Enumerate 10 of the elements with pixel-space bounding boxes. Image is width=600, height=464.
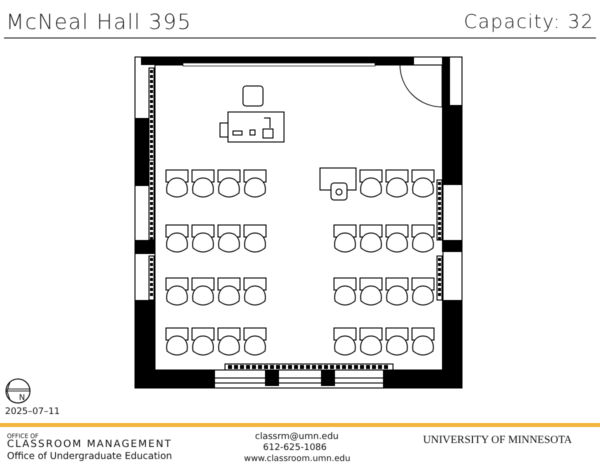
page-title: McNeal Hall 395 [6, 12, 192, 33]
capacity-label: Capacity: 32 [464, 13, 594, 32]
office-name: CLASSROOM MANAGEMENT [7, 440, 172, 450]
university-name: UNIVERSITY OF MINNESOTA [422, 435, 572, 446]
website-address: www.classroom.umn.edu [244, 455, 350, 464]
email-address: classrm@umn.edu [255, 433, 339, 442]
phone-number: 612-625-1086 [263, 444, 327, 453]
office-name: Office of Undergraduate Education [7, 452, 172, 462]
compass-letter: N [19, 394, 25, 402]
date-label: 2025–07–11 [5, 408, 60, 417]
